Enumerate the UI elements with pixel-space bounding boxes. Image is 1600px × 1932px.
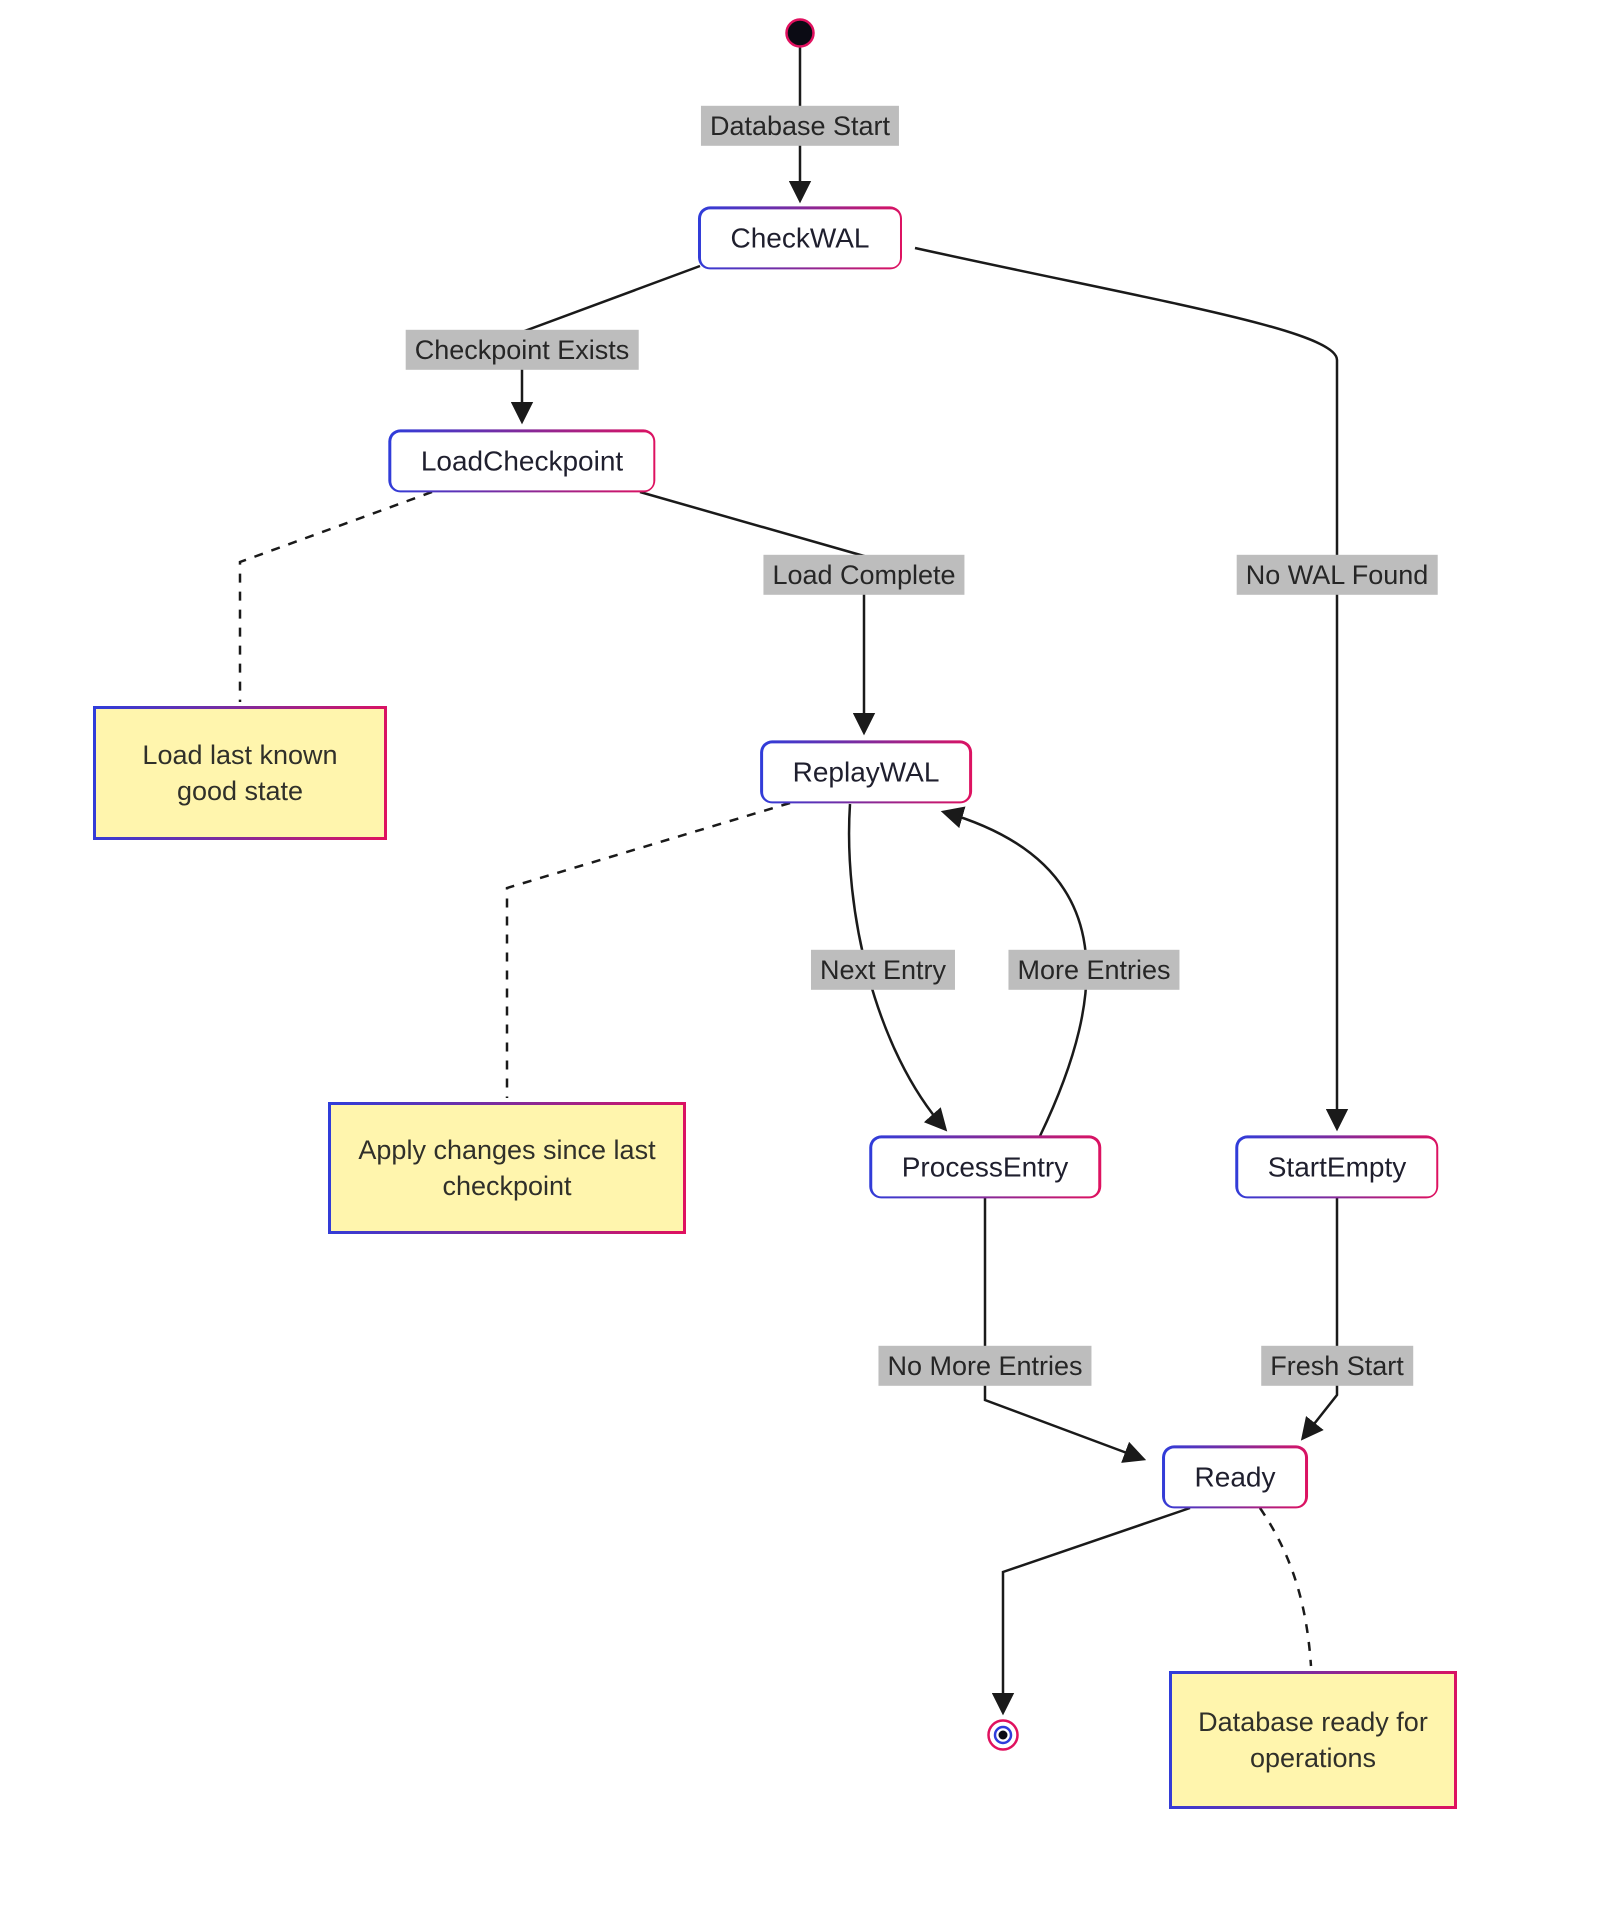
edge-label-more-entries: More Entries xyxy=(1008,949,1180,991)
final-state-icon xyxy=(987,1719,1019,1751)
note-apply-text: Apply changes since last checkpoint xyxy=(331,1105,683,1231)
note-ready-text: Database ready for operations xyxy=(1172,1674,1454,1806)
note-load-last-known-good-state: Load last known good state xyxy=(93,706,387,840)
state-ready-label: Ready xyxy=(1164,1447,1306,1507)
state-startempty: StartEmpty xyxy=(1235,1135,1439,1199)
state-loadcheckpoint-label: LoadCheckpoint xyxy=(390,431,654,491)
edge-checkwal-to-startempty xyxy=(914,246,1349,1132)
edge-label-fresh-start: Fresh Start xyxy=(1261,1345,1413,1387)
edge-label-load-complete: Load Complete xyxy=(763,554,965,596)
state-replaywal: ReplayWAL xyxy=(760,740,972,804)
edge-label-next-entry: Next Entry xyxy=(810,949,956,991)
state-checkwal: CheckWAL xyxy=(697,206,903,270)
state-replaywal-label: ReplayWAL xyxy=(762,742,970,802)
edge-processentry-to-ready xyxy=(983,1198,1147,1463)
edge-label-no-wal-found: No WAL Found xyxy=(1236,554,1438,596)
edge-loadcheckpoint-note xyxy=(238,490,433,702)
state-loadcheckpoint: LoadCheckpoint xyxy=(388,429,656,493)
note-load-text: Load last known good state xyxy=(96,709,384,837)
edge-label-no-more-entries: No More Entries xyxy=(878,1345,1092,1387)
edge-label-checkpoint-exists: Checkpoint Exists xyxy=(405,329,639,371)
initial-state-icon xyxy=(785,18,815,48)
note-database-ready: Database ready for operations xyxy=(1169,1671,1457,1809)
state-startempty-label: StartEmpty xyxy=(1237,1137,1437,1197)
edge-processentry-to-replaywal xyxy=(940,806,1088,1137)
state-ready: Ready xyxy=(1162,1445,1308,1509)
state-processentry-label: ProcessEntry xyxy=(871,1137,1099,1197)
note-apply-changes: Apply changes since last checkpoint xyxy=(328,1102,686,1234)
edge-label-database-start: Database Start xyxy=(700,105,900,147)
state-processentry: ProcessEntry xyxy=(869,1135,1101,1199)
edge-startempty-to-ready xyxy=(1300,1198,1339,1441)
edge-ready-to-final xyxy=(991,1506,1191,1716)
edge-loadcheckpoint-to-replaywal xyxy=(639,490,876,736)
state-checkwal-label: CheckWAL xyxy=(700,208,900,268)
edge-replaywal-note xyxy=(505,801,791,1098)
edge-ready-note xyxy=(1258,1507,1313,1667)
